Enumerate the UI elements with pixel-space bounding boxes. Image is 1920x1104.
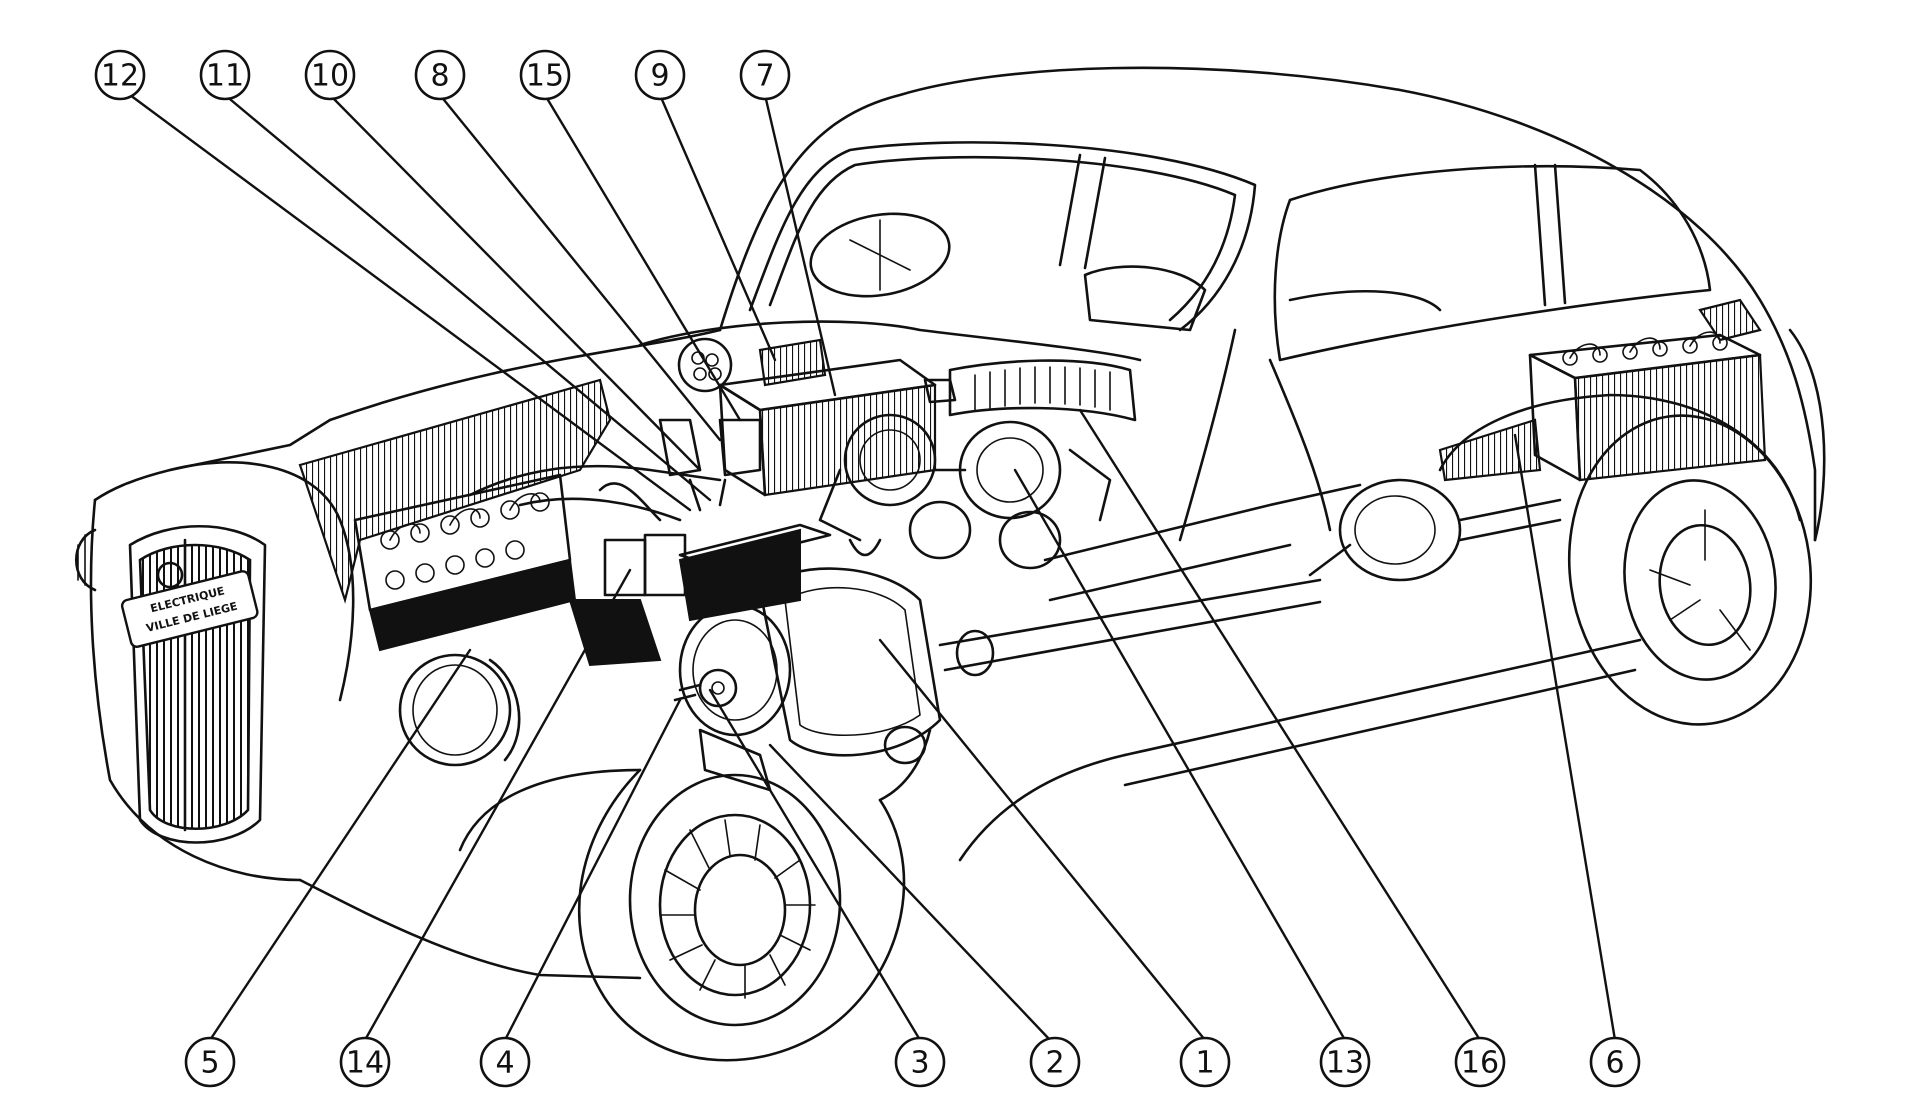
leader-1 xyxy=(878,638,1207,1042)
leader-2 xyxy=(768,743,1052,1042)
callout-8-label: 8 xyxy=(430,59,449,94)
callout-2-label: 2 xyxy=(1045,1046,1064,1081)
callout-14-label: 14 xyxy=(346,1046,384,1081)
engine-bay xyxy=(298,378,882,667)
callout-15-label: 15 xyxy=(526,59,564,94)
callout-3-label: 3 xyxy=(910,1046,929,1081)
dashboard-components xyxy=(638,320,1142,570)
leader-lines xyxy=(128,93,1617,1042)
leader-13 xyxy=(1013,468,1347,1042)
callout-14: 14 xyxy=(339,1036,391,1088)
front-grille: ELECTRIQUE VILLE DE LIEGE xyxy=(74,525,267,844)
front-wheel xyxy=(458,728,932,1062)
callout-12: 12 xyxy=(94,49,146,101)
callout-9-label: 9 xyxy=(650,59,669,94)
callout-7-label: 7 xyxy=(755,59,774,94)
callout-11-label: 11 xyxy=(206,59,244,94)
callout-8: 8 xyxy=(414,49,466,101)
leader-11 xyxy=(223,93,712,502)
leader-3 xyxy=(708,688,922,1042)
leader-16 xyxy=(1078,408,1482,1042)
callout-7: 7 xyxy=(739,49,791,101)
callout-4: 4 xyxy=(479,1036,531,1088)
callout-16-label: 16 xyxy=(1461,1046,1499,1081)
callout-2: 2 xyxy=(1029,1036,1081,1088)
leader-12 xyxy=(128,93,692,512)
callout-13-label: 13 xyxy=(1326,1046,1364,1081)
callout-11: 11 xyxy=(199,49,251,101)
callout-16: 16 xyxy=(1454,1036,1506,1088)
callout-5: 5 xyxy=(184,1036,236,1088)
callout-15: 15 xyxy=(519,49,571,101)
callouts: 12 11 10 8 15 9 7 5 14 4 3 2 1 13 16 6 xyxy=(94,49,1641,1088)
callout-13: 13 xyxy=(1319,1036,1371,1088)
leader-4 xyxy=(503,698,682,1042)
callout-10-label: 10 xyxy=(311,59,349,94)
leader-9 xyxy=(658,93,777,362)
callout-3: 3 xyxy=(894,1036,946,1088)
leader-14 xyxy=(363,568,632,1042)
headlight xyxy=(398,653,521,767)
car-body xyxy=(89,66,1826,980)
leader-6 xyxy=(1513,433,1617,1042)
callout-5-label: 5 xyxy=(200,1046,219,1081)
callout-1: 1 xyxy=(1179,1036,1231,1088)
callout-6-label: 6 xyxy=(1605,1046,1624,1081)
callout-6: 6 xyxy=(1589,1036,1641,1088)
callout-1-label: 1 xyxy=(1195,1046,1214,1081)
callout-9: 9 xyxy=(634,49,686,101)
callout-10: 10 xyxy=(304,49,356,101)
callout-12-label: 12 xyxy=(101,59,139,94)
leader-10 xyxy=(328,93,702,472)
leader-8 xyxy=(438,93,722,442)
leader-5 xyxy=(208,648,472,1042)
callout-4-label: 4 xyxy=(495,1046,514,1081)
leader-7 xyxy=(763,93,837,397)
drive-motor xyxy=(673,478,1562,792)
rear-battery-pack xyxy=(1438,298,1767,482)
leader-15 xyxy=(543,93,742,422)
